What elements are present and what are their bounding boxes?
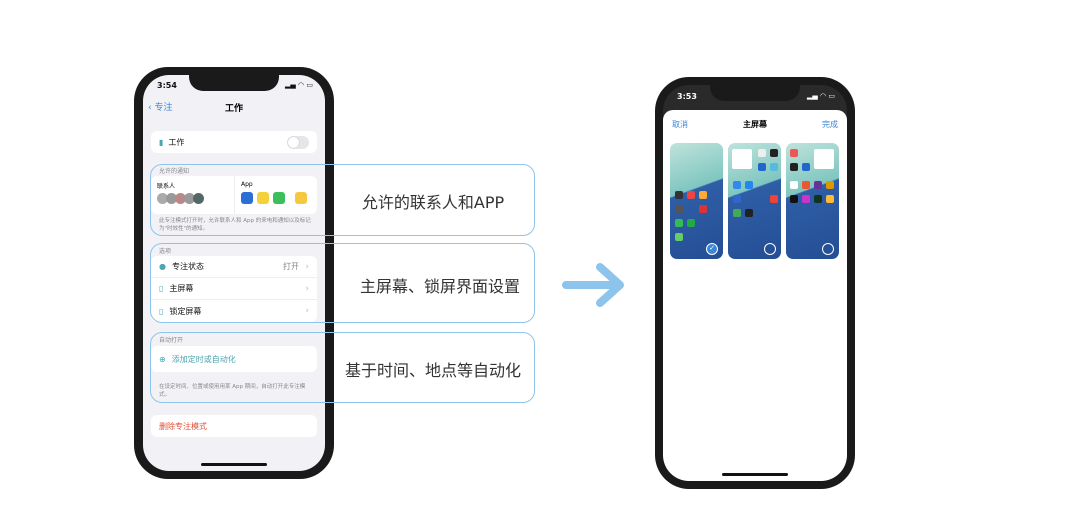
sheet-title: 主屏幕 [743, 120, 767, 129]
home-screen-row[interactable]: ▯主屏幕› [151, 278, 317, 300]
page-title: 工作 [224, 104, 243, 114]
person-icon: ● [159, 262, 166, 271]
section-auto: 自动打开 [159, 337, 184, 344]
signal-wifi-battery-icon: ▂▄ ◠ ▭ [807, 92, 835, 100]
signal-wifi-battery-icon: ▂▄ ◠ ▭ [285, 81, 313, 89]
callout-screens [150, 243, 535, 323]
cancel-button[interactable]: 取消 [672, 120, 688, 129]
phone-icon: ▯ [159, 284, 164, 293]
callout-label: 主屏幕、锁屏界面设置 [359, 277, 520, 296]
home-indicator [722, 473, 788, 476]
done-button[interactable]: 完成 [822, 120, 838, 129]
focus-status-row[interactable]: ●专注状态打开› [151, 256, 317, 278]
focus-toggle-row: ▮工作 [151, 131, 317, 153]
unselected-circle-icon [822, 243, 834, 255]
plus-circle-icon: ⊕ [159, 354, 166, 364]
auto-note: 在设定时间、位置或使用用某 App 期间，自动打开此专注模式。 [159, 384, 306, 398]
callout-allowed [150, 164, 535, 236]
section-allowed: 允许的通知 [159, 168, 190, 175]
badge-icon: ▮ [159, 137, 164, 147]
contact-avatars [157, 193, 204, 204]
status-time: 3:53 [677, 92, 697, 101]
back-button[interactable]: ‹ 专注 [148, 103, 173, 113]
left-phone: 3:54 ▂▄ ◠ ▭ ‹ 专注 工作 ▮工作 允许的通知 联系人 App 此专… [134, 67, 334, 479]
focus-toggle[interactable] [287, 135, 309, 149]
chevron-right-icon: › [305, 283, 309, 294]
add-automation-button[interactable]: ⊕添加定时或自动化 [159, 354, 236, 364]
callout-label: 允许的联系人和APP [361, 193, 505, 212]
checkmark-selected-icon: ✓ [706, 243, 718, 255]
arrow-right-icon [562, 263, 624, 307]
home-page-thumbnail[interactable] [786, 143, 839, 259]
status-time: 3:54 [157, 81, 177, 90]
people-button[interactable]: 联系人 [151, 176, 235, 214]
allowed-note: 此专注模式打开时，允许联系人和 App 的来电和通知以及标记为"时效性"的通知。 [159, 218, 311, 232]
callout-label: 基于时间、地点等自动化 [344, 361, 521, 380]
callout-auto [150, 332, 535, 403]
home-screen-sheet: 取消 主屏幕 完成 ✓ [663, 110, 847, 481]
right-phone: 3:53 ▂▄ ◠ ▭ 取消 主屏幕 完成 ✓ [655, 77, 855, 489]
unselected-circle-icon [764, 243, 776, 255]
app-icons [241, 192, 307, 204]
chevron-right-icon: › [305, 306, 309, 316]
delete-focus-button[interactable]: 删除专注模式 [159, 421, 207, 431]
chevron-right-icon: › [305, 261, 309, 272]
home-page-thumbnail[interactable]: ✓ [670, 143, 723, 259]
home-page-thumbnail[interactable] [728, 143, 781, 259]
section-options: 选项 [159, 248, 172, 255]
home-indicator [201, 463, 267, 466]
apps-button[interactable]: App [235, 176, 317, 214]
